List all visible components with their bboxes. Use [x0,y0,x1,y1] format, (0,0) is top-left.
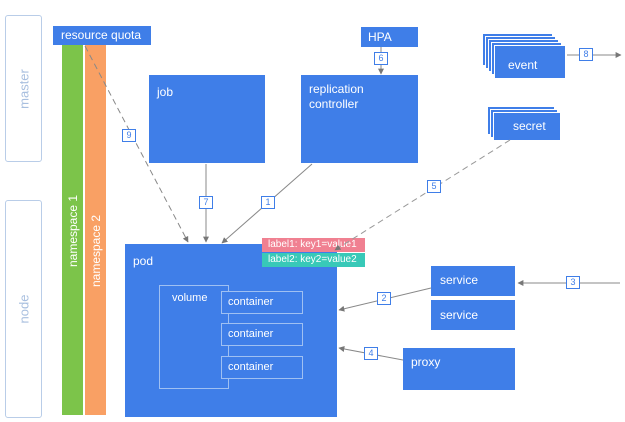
hpa-box: HPA [361,27,418,47]
arrow-5-line [334,139,511,251]
arrow-5-badge: 5 [427,180,441,193]
job-box: job [149,75,265,163]
arrow-7-badge: 7 [199,196,213,209]
service-box-2: service [431,300,515,330]
node-panel: node [5,200,42,418]
arrow-3-badge: 3 [566,276,580,289]
namespace-2-bar: namespace 2 [85,44,106,415]
arrow-2-badge: 2 [377,292,391,305]
proxy-box: proxy [403,348,515,390]
replication-controller-line2: controller [309,97,359,111]
replication-controller-line1: replication [309,82,364,96]
master-panel: master [5,15,42,162]
resource-quota-box: resource quota [53,26,151,45]
service-box-1: service [431,266,515,296]
arrow-9-badge: 9 [122,129,136,142]
container-2: container [221,323,303,346]
job-label: job [157,85,174,99]
arrow-8-badge: 8 [579,48,593,61]
arrow-4-badge: 4 [364,347,378,360]
volume-label: volume [172,292,208,304]
arrow-9-line [84,45,189,243]
container-3: container [221,356,303,379]
pod-label: pod [133,254,154,268]
event-box: event [494,45,566,79]
arrow-1-badge: 1 [261,196,275,209]
namespace-1-bar: namespace 1 [62,44,83,415]
secret-box: secret [493,112,561,141]
label-2: label2: key2=value2 [262,253,365,267]
volume-box: volume [159,285,229,389]
replication-controller-box: replication controller [301,75,418,163]
container-1: container [221,291,303,314]
arrow-6-badge: 6 [374,52,388,65]
